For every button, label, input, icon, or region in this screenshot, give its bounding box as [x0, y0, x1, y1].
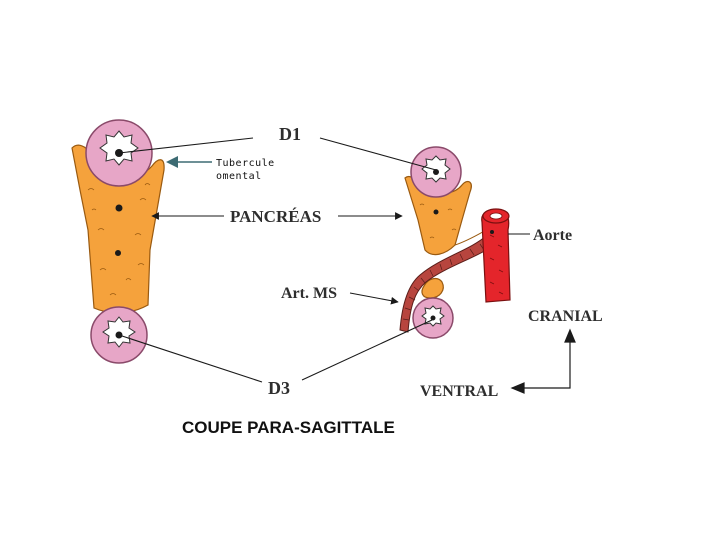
leader-lines [118, 137, 530, 383]
right-d1-duodenum [410, 146, 462, 198]
label-d3: D3 [268, 378, 290, 398]
uncinate-process [421, 277, 444, 299]
orientation-arrows [510, 328, 576, 394]
label-pancreas: PANCRÉAS [230, 207, 321, 226]
label-aorte: Aorte [533, 227, 572, 244]
label-tubercule-line2: omental [216, 171, 262, 182]
label-cranial: CRANIAL [528, 308, 603, 325]
diagram-caption: COUPE PARA-SAGITTALE [182, 418, 395, 437]
left-pancreas [71, 144, 165, 314]
superior-mesenteric-artery [399, 235, 491, 333]
label-d1: D1 [279, 124, 301, 144]
tubercule-arrow [166, 156, 212, 168]
aorta [481, 208, 511, 303]
right-d3-duodenum [412, 297, 454, 339]
label-ventral: VENTRAL [420, 383, 498, 400]
label-tubercule-line1: Tubercule [216, 158, 275, 169]
label-art-ms: Art. MS [281, 285, 337, 302]
